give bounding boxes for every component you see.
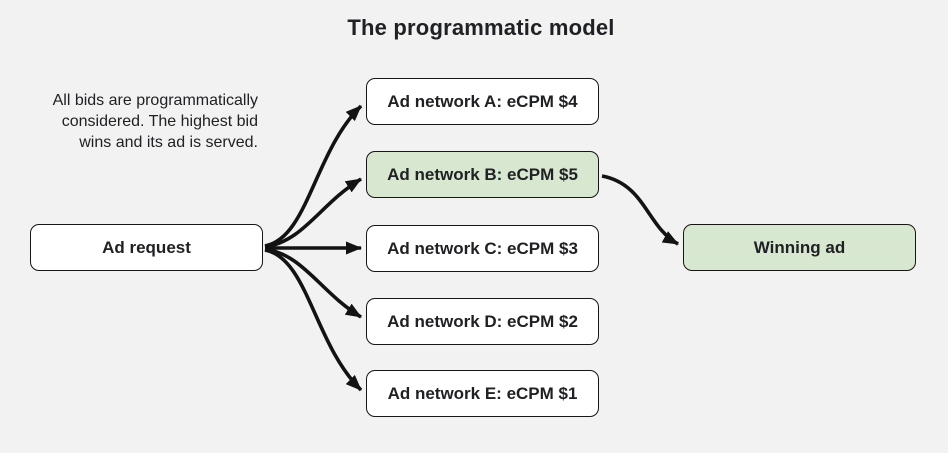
arrow-ad-request-to-network-a bbox=[264, 104, 363, 248]
arrow-ad-request-to-network-d bbox=[264, 247, 362, 319]
node-winning-ad: Winning ad bbox=[683, 224, 916, 271]
node-ad-network-e: Ad network E: eCPM $1 bbox=[366, 370, 599, 417]
node-label: Ad network C: eCPM $3 bbox=[387, 238, 578, 258]
node-label: Ad network E: eCPM $1 bbox=[387, 383, 578, 403]
node-ad-network-d: Ad network D: eCPM $2 bbox=[366, 298, 599, 345]
node-label: Winning ad bbox=[753, 237, 846, 257]
description-line: All bids are programmatically bbox=[52, 92, 258, 109]
description-text: All bids are programmatically considered… bbox=[8, 90, 258, 153]
node-ad-request: Ad request bbox=[30, 224, 263, 271]
description-line: wins and its ad is served. bbox=[79, 134, 258, 151]
arrow-network-b-to-winning-ad bbox=[601, 174, 679, 246]
arrow-ad-request-to-network-e bbox=[264, 248, 363, 392]
description-line: considered. The highest bid bbox=[61, 113, 258, 130]
node-label: Ad network D: eCPM $2 bbox=[387, 311, 578, 331]
arrow-ad-request-to-network-b bbox=[264, 177, 362, 249]
node-ad-network-a: Ad network A: eCPM $4 bbox=[366, 78, 599, 125]
diagram-title: The programmatic model bbox=[347, 15, 615, 40]
node-ad-network-b: Ad network B: eCPM $5 bbox=[366, 151, 599, 198]
node-label: Ad request bbox=[102, 237, 191, 257]
node-ad-network-c: Ad network C: eCPM $3 bbox=[366, 225, 599, 272]
node-label: Ad network A: eCPM $4 bbox=[387, 91, 578, 111]
node-label: Ad network B: eCPM $5 bbox=[387, 164, 578, 184]
